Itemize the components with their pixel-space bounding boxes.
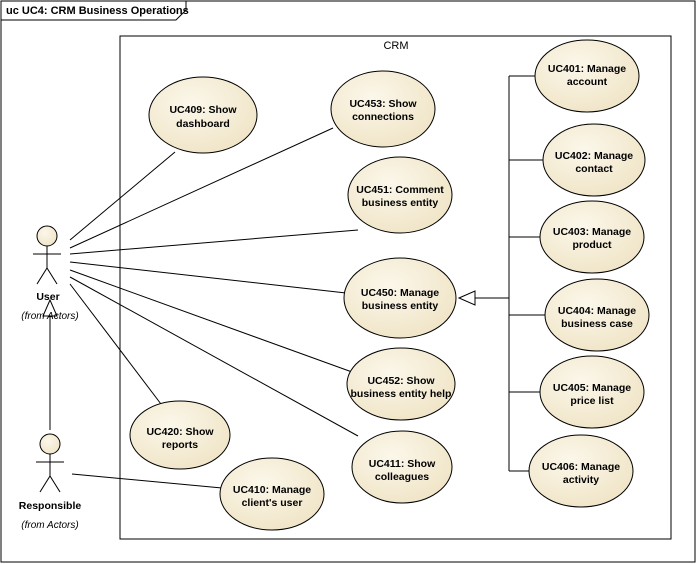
uc420-title: UC420: Show [146,426,214,438]
use-case-uc452[interactable]: UC452: Show business entity help [346,347,456,421]
use-case-uc406[interactable]: UC406: Manage activity [528,434,634,508]
use-case-uc453[interactable]: UC453: Show connections [330,70,436,148]
uc452-title: UC452: Show [367,375,435,387]
use-case-uc410[interactable]: UC410: Manage client's user [219,457,325,531]
use-case-uc402[interactable]: UC402: Manage contact [542,123,646,197]
actor-responsible-name: Responsible [19,500,82,512]
uc406-title: UC406: Manage [542,461,620,473]
uc404-subtitle: business case [561,318,633,330]
uc420-subtitle: reports [162,439,198,451]
uc401-title: UC401: Manage [548,63,626,75]
actor-responsible-from: (from Actors) [21,520,78,531]
uc403-subtitle: product [572,239,612,251]
use-case-uc420[interactable]: UC420: Show reports [129,400,231,470]
uc450-title: UC450: Manage [361,287,439,299]
uc401-subtitle: account [567,76,608,88]
uc453-title: UC453: Show [349,98,417,110]
frame-title-tab [1,1,187,21]
association-user-uc450 [69,261,347,294]
uc450-subtitle: business entity [362,300,439,312]
frame-title: uc UC4: CRM Business Operations [6,5,189,17]
generalization-arrowhead [42,298,58,317]
use-case-uc401[interactable]: UC401: Manage account [534,39,640,113]
uc406-subtitle: activity [563,474,599,486]
uc404-title: UC404: Manage [558,305,636,317]
uc402-title: UC402: Manage [555,150,633,162]
uc452-subtitle: business entity help [351,388,452,400]
system-boundary-title: CRM [383,40,408,52]
actor-user-name: User [36,291,59,303]
association-responsible-uc410 [71,473,223,489]
uc405-title: UC405: Manage [553,382,631,394]
uc405-subtitle: price list [570,395,614,407]
use-case-uc450[interactable]: UC450: Manage business entity [343,257,457,339]
use-case-uc409[interactable]: UC409: Show dashboard [148,76,258,154]
association-user-uc409 [69,151,176,241]
association-user-uc420 [69,283,165,409]
actor-user-head [36,225,58,247]
actor-user-from: (from Actors) [21,311,78,322]
generalization-arrowhead-uc450 [457,290,476,306]
actor-responsible[interactable] [36,433,64,493]
association-user-uc411 [69,276,359,437]
generalization-tree [475,75,545,472]
uc411-subtitle: colleagues [375,471,429,483]
uc451-title: UC451: Comment [356,184,444,196]
association-user-uc452 [69,269,353,373]
use-case-uc405[interactable]: UC405: Manage price list [539,355,645,429]
actor-responsible-head [39,433,61,455]
uc453-subtitle: connections [352,111,414,123]
use-case-uc411[interactable]: UC411: Show colleagues [351,430,453,504]
uc403-title: UC403: Manage [553,226,631,238]
uc409-subtitle: dashboard [176,118,230,130]
uc410-subtitle: client's user [242,497,303,509]
uc411-title: UC411: Show [369,458,436,470]
association-user-uc453 [69,127,334,249]
uc451-subtitle: business entity [362,197,439,209]
use-case-uc403[interactable]: UC403: Manage product [539,200,645,274]
association-user-uc451 [69,229,359,255]
uc409-title: UC409: Show [169,104,237,116]
use-case-uc404[interactable]: UC404: Manage business case [544,278,650,352]
use-case-uc451[interactable]: UC451: Comment business entity [347,156,453,234]
actor-user[interactable] [33,225,61,285]
user-associations [69,127,359,437]
uc410-title: UC410: Manage [233,484,311,496]
uc402-subtitle: contact [575,163,613,175]
